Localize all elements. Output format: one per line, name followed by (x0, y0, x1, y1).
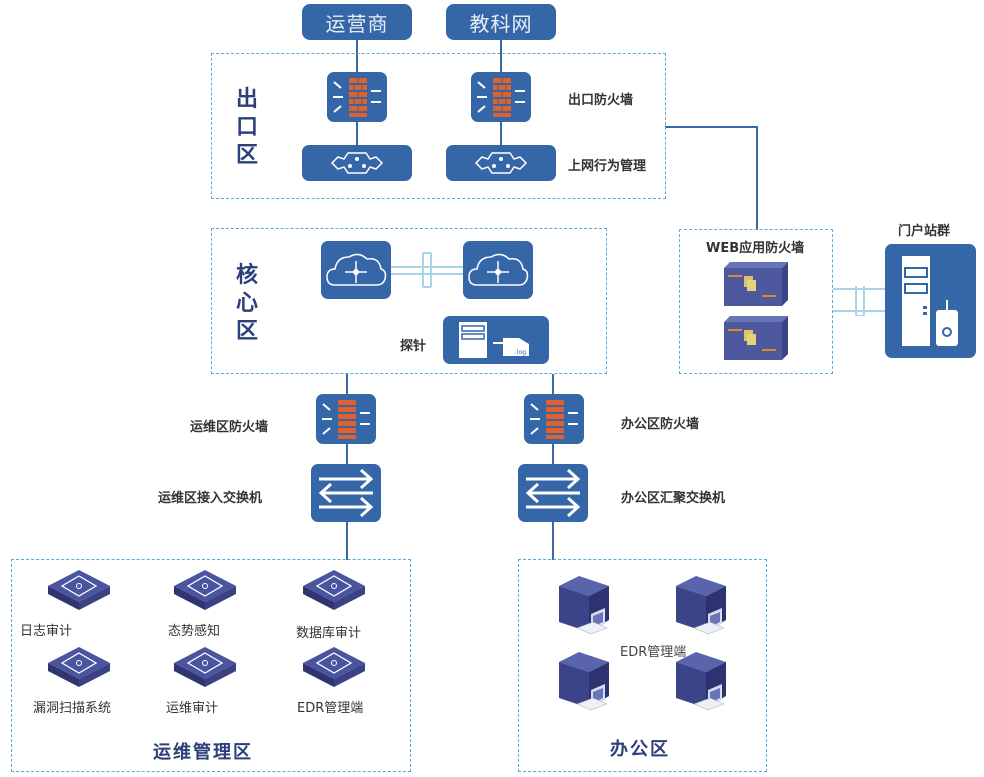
office-pc[interactable] (557, 648, 623, 714)
stack-connector-icon (422, 252, 432, 288)
zone-waf-title: WEB应用防火墙 (706, 241, 805, 256)
ops-device-label: 数据库审计 (296, 626, 362, 641)
gear-icon (330, 152, 384, 174)
firewall-icon (477, 78, 525, 117)
waf-device-2[interactable] (724, 316, 790, 362)
firewall-icon (322, 400, 370, 439)
desktop-pc-icon (559, 652, 609, 711)
ops-device[interactable] (172, 568, 238, 612)
log-ext-text: .log (515, 349, 526, 356)
label-office-edr: EDR管理端 (620, 645, 687, 660)
switch-arrows-icon (525, 468, 581, 518)
link-exit-waf-h (665, 126, 758, 128)
server-log-icon: .log (459, 322, 529, 358)
zone-core-title-char: 核 (235, 263, 258, 288)
core-router-1[interactable] (321, 241, 391, 299)
ops-device-label: 日志审计 (20, 624, 73, 639)
switch-arrows-icon (318, 468, 374, 518)
link-exit-waf-v (756, 126, 758, 230)
waf-device-1[interactable] (724, 262, 790, 308)
label-ops-firewall: 运维区防火墙 (190, 420, 269, 435)
zone-ops-title: 运维管理区 (153, 742, 253, 763)
link-carrier-fw (356, 40, 358, 72)
core-router-2[interactable] (463, 241, 533, 299)
security-appliance-icon (48, 570, 110, 610)
behavior-mgmt-1[interactable] (302, 145, 412, 181)
ops-switch[interactable] (311, 464, 381, 522)
label-behavior-mgmt: 上网行为管理 (568, 159, 647, 174)
label-exit-firewall: 出口防火墙 (568, 93, 634, 108)
zone-waf (679, 229, 833, 374)
probe-device[interactable]: .log (443, 316, 549, 364)
ops-device-label: 漏洞扫描系统 (33, 701, 112, 716)
security-appliance-icon (303, 570, 365, 610)
ops-device[interactable] (46, 645, 112, 689)
link-opsfw-sw (346, 444, 348, 464)
ops-device[interactable] (301, 568, 367, 612)
zone-exit (211, 53, 666, 199)
office-switch[interactable] (518, 464, 588, 522)
isp-cernet[interactable]: 教科网 (446, 4, 556, 40)
server-tower-icon (902, 256, 958, 346)
zone-core-title: 核 心 区 (234, 262, 260, 346)
ops-device-label: 运维审计 (166, 701, 219, 716)
zone-core-title-char: 区 (235, 319, 258, 344)
office-pc[interactable] (674, 572, 740, 638)
ops-device[interactable] (172, 645, 238, 689)
waf-box-icon (724, 316, 788, 360)
ops-device-label: EDR管理端 (297, 701, 364, 716)
zone-core (211, 228, 607, 374)
link-cernet-fw (500, 40, 502, 72)
isp-carrier-label: 运营商 (325, 11, 389, 36)
label-office-firewall: 办公区防火墙 (621, 417, 700, 432)
zone-core-title-char: 心 (235, 291, 258, 316)
firewall-icon (333, 78, 381, 117)
zone-exit-title-char: 出 (235, 87, 258, 112)
zone-office-title: 办公区 (610, 739, 670, 760)
link-fw1-bm1 (356, 122, 358, 146)
desktop-pc-icon (676, 652, 726, 711)
label-office-switch: 办公区汇聚交换机 (621, 491, 726, 506)
label-portal: 门户站群 (898, 224, 951, 239)
cloud-router-icon (326, 253, 387, 286)
desktop-pc-icon (559, 576, 609, 635)
desktop-pc-icon (676, 576, 726, 635)
firewall-icon (530, 400, 578, 439)
security-appliance-icon (303, 647, 365, 687)
ops-device-label: 态势感知 (168, 624, 221, 639)
link-fw2-bm2 (500, 122, 502, 146)
waf-box-icon (724, 262, 788, 306)
waf-portal-link (833, 286, 885, 316)
link-opssw-zone (346, 522, 348, 560)
office-pc[interactable] (557, 572, 623, 638)
isp-cernet-label: 教科网 (469, 11, 533, 36)
zone-ops (11, 559, 411, 772)
link-core-opsfw (346, 374, 348, 394)
link-officesw-zone (552, 522, 554, 560)
link-core-officefw (552, 374, 554, 394)
zone-exit-title: 出 口 区 (234, 86, 260, 170)
ops-device[interactable] (301, 645, 367, 689)
zone-office (518, 559, 767, 772)
label-probe: 探针 (400, 339, 427, 354)
exit-firewall-1[interactable] (327, 72, 387, 122)
office-firewall[interactable] (524, 394, 584, 444)
security-appliance-icon (48, 647, 110, 687)
zone-exit-title-char: 区 (235, 143, 258, 168)
label-ops-switch: 运维区接入交换机 (158, 491, 263, 506)
cloud-router-icon (468, 253, 529, 286)
isp-carrier[interactable]: 运营商 (302, 4, 412, 40)
behavior-mgmt-2[interactable] (446, 145, 556, 181)
ops-device[interactable] (46, 568, 112, 612)
exit-firewall-2[interactable] (471, 72, 531, 122)
portal-cluster[interactable] (885, 244, 976, 358)
gear-icon (474, 152, 528, 174)
security-appliance-icon (174, 570, 236, 610)
office-pc[interactable] (674, 648, 740, 714)
core-stack-link (391, 264, 463, 276)
ops-firewall[interactable] (316, 394, 376, 444)
zone-exit-title-char: 口 (235, 115, 258, 140)
link-officefw-sw (552, 444, 554, 464)
security-appliance-icon (174, 647, 236, 687)
